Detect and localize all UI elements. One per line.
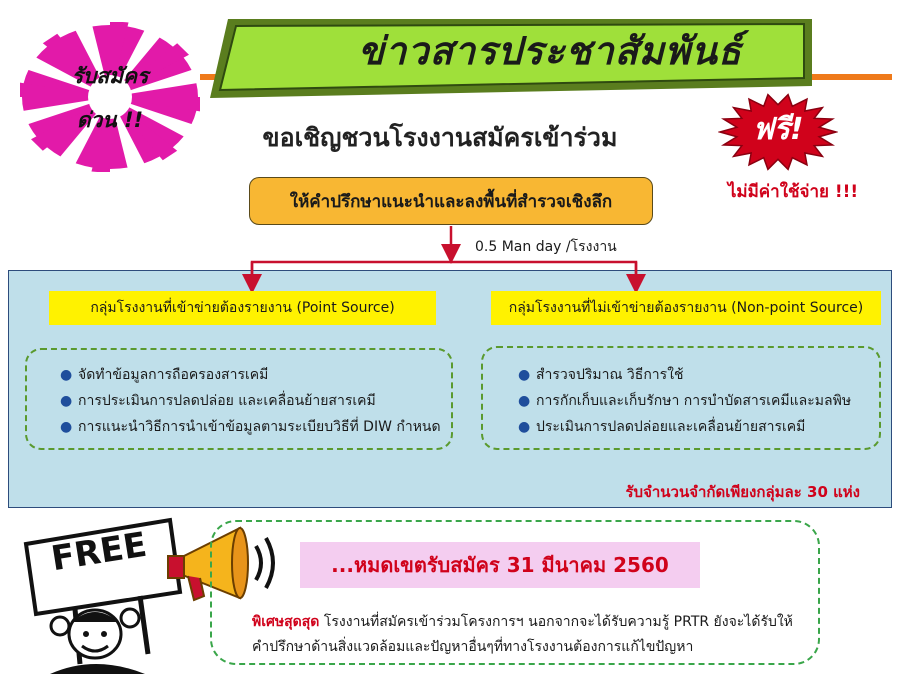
list-item: ●จัดทำข้อมูลการถือครองสารเคมี	[60, 362, 450, 388]
badge-line1: รับสมัคร	[71, 64, 149, 88]
badge-line2: ด่วน !!	[76, 108, 144, 132]
list-item: ●สำรวจปริมาณ วิธีการใช้	[518, 362, 878, 388]
point-source-box	[25, 348, 453, 450]
promo-box	[210, 520, 820, 665]
list-item: ●ประเมินการปลดปล่อยและเคลื่อนย้ายสารเคมี	[518, 414, 878, 440]
banner-background	[210, 19, 812, 98]
deadline-box: ...หมดเขตรับสมัคร 31 มีนาคม 2560	[300, 542, 700, 588]
special-text: โรงงานที่สมัครเข้าร่วมโครงการฯ นอกจากจะไ…	[252, 614, 793, 655]
man-day-note: 0.5 Man day /โรงงาน	[475, 239, 617, 255]
sunburst-badge-icon	[20, 22, 200, 172]
bullet-dot-icon: ●	[60, 393, 73, 409]
non-point-source-box	[481, 346, 881, 450]
free-burst-text: ฟรี!	[752, 112, 804, 147]
free-burst-icon	[718, 93, 838, 171]
bullet-dot-icon: ●	[518, 419, 531, 435]
bullet-dot-icon: ●	[518, 367, 531, 383]
special-note: พิเศษสุดสุด โรงงานที่สมัครเข้าร่วมโครงกา…	[252, 610, 807, 660]
bullet-dot-icon: ●	[60, 419, 73, 435]
list-item: ●การกักเก็บและเก็บรักษา การบำบัดสารเคมีแ…	[518, 388, 878, 414]
no-cost-note: ไม่มีค่าใช้จ่าย !!!	[727, 182, 859, 202]
banner-title: ข่าวสารประชาสัมพันธ์	[357, 29, 743, 73]
group-label-point-source: กลุ่มโรงงานที่เข้าข่ายต้องรายงาน (Point …	[49, 291, 436, 325]
bullet-dot-icon: ●	[518, 393, 531, 409]
non-point-source-list: ●สำรวจปริมาณ วิธีการใช้ ●การกักเก็บและเก…	[518, 362, 878, 440]
limit-note: รับจำนวนจำกัดเพียงกลุ่มละ 30 แห่ง	[625, 483, 861, 501]
consult-box: ให้คำปรึกษาแนะนำและลงพื้นที่สำรวจเชิงลึก	[249, 177, 653, 225]
list-item: ●การแนะนำวิธีการนำเข้าข้อมูลตามระเบียบวิ…	[60, 414, 450, 440]
special-label: พิเศษสุดสุด	[252, 614, 320, 630]
headline: ขอเชิญชวนโรงงานสมัครเข้าร่วม	[262, 123, 618, 152]
bullet-dot-icon: ●	[60, 367, 73, 383]
point-source-list: ●จัดทำข้อมูลการถือครองสารเคมี ●การประเมิ…	[60, 362, 450, 440]
group-label-non-point-source: กลุ่มโรงงานที่ไม่เข้าข่ายต้องรายงาน (Non…	[491, 291, 881, 325]
free-sign-man-icon	[23, 517, 183, 674]
list-item: ●การประเมินการปลดปล่อย และเคลื่อนย้ายสาร…	[60, 388, 450, 414]
